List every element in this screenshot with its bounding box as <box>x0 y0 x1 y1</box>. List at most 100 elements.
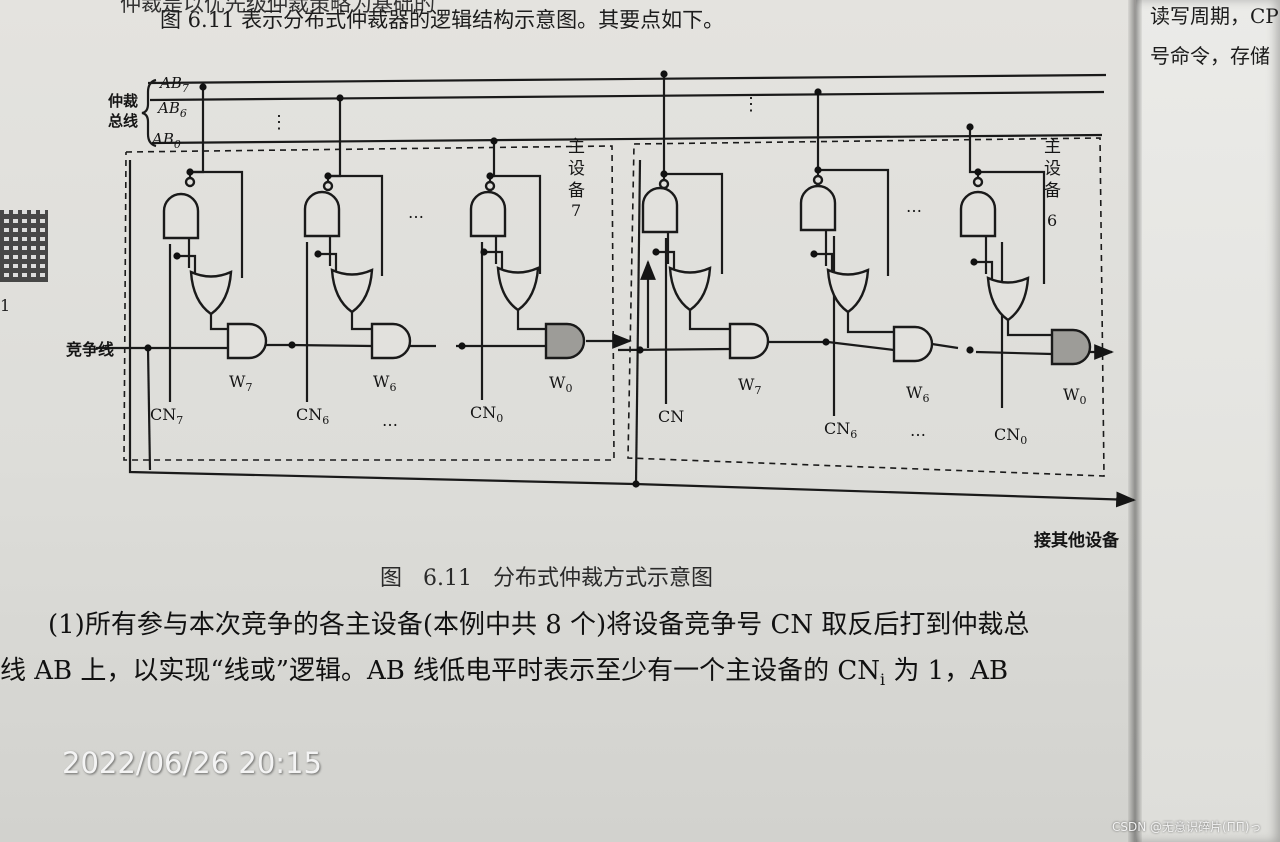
m6-c7-or-gate <box>668 266 712 312</box>
bus-group-label-1: 仲裁 <box>108 92 138 110</box>
m6-c6-output-and-gate <box>892 325 934 363</box>
m6-w6-label: W6 <box>906 383 929 405</box>
master-6-name-2: 设 <box>1044 159 1061 179</box>
m7-c7-or-gate <box>189 270 233 316</box>
m6-c6-or-input-dot <box>810 250 818 258</box>
qr-number: 1 <box>0 296 11 315</box>
m7-c7-or-input-dot <box>173 252 181 260</box>
m7-c6-or-gate <box>330 268 374 314</box>
m6-c7-or-input-dot <box>652 248 660 256</box>
contention-dot-5 <box>822 338 830 346</box>
master-6-name-3: 备 <box>1044 181 1061 201</box>
m7-c0-output-and-gate <box>544 322 586 360</box>
m6-cn0-label: CN0 <box>994 425 1027 447</box>
m7-ellipsis-top: … <box>408 203 424 222</box>
m7-c6-feedback-wire <box>328 174 384 276</box>
master-7-name-1: 主 <box>568 137 585 157</box>
contention-dot-3 <box>458 342 466 350</box>
m7-w7-label: W7 <box>229 372 252 394</box>
m6-c7-feedback-wire <box>664 172 724 274</box>
m7-c0-or-gate <box>496 266 540 312</box>
m7-w0-label: W0 <box>549 373 572 395</box>
other-devices-wire <box>633 482 1136 508</box>
figure-caption: 图 6.11 分布式仲裁方式示意图 <box>380 566 713 591</box>
bus-line-ab6 <box>149 90 1105 102</box>
m7-c0-and-gate <box>469 190 507 238</box>
m7-c0-or-input-dot <box>480 248 488 256</box>
other-devices-label: 接其他设备 <box>1034 530 1120 551</box>
m7-ellipsis-bottom: … <box>382 411 398 430</box>
m7-cn7-label: CN7 <box>150 405 183 427</box>
m7-c7-inverter-bubble <box>184 176 196 188</box>
right-page-line-2: 号命令，存储 <box>1150 44 1270 68</box>
m6-c7-bus-tap-dot <box>660 70 668 78</box>
contention-m6-seg-4 <box>975 350 1053 356</box>
m6-c6-or-to-and <box>846 312 894 334</box>
m6-c6-and-gate <box>799 184 837 232</box>
m6-c0-output-and-gate <box>1050 328 1092 366</box>
m6-c6-bus-tap-dot <box>814 88 822 96</box>
bus-ellipsis-left: ⋮ <box>270 112 288 133</box>
m7-c0-inverter-bubble <box>484 180 496 192</box>
m6-w0-label: W0 <box>1063 385 1086 407</box>
m7-c0-feedback-wire <box>490 174 542 274</box>
m6-c0-feedback-wire <box>978 170 1046 284</box>
m7-c7-output-and-gate <box>226 322 268 360</box>
csdn-watermark: CSDN @无意识碎片(ΠΠ)っ <box>1112 820 1262 834</box>
bus-line-ab7 <box>147 73 1107 85</box>
m7-c6-or-input-dot <box>314 250 322 258</box>
m7-c0-or-input <box>484 250 504 274</box>
m6-c6-feedback-dot <box>814 166 822 174</box>
bus-ellipsis-right: ⋮ <box>742 94 760 115</box>
m7-c6-bus-tap <box>326 98 342 182</box>
book-gutter <box>1128 0 1142 842</box>
m6-cn6-label: CN6 <box>824 419 857 441</box>
m6-c0-or-gate <box>986 276 1030 322</box>
m6-c0-inverter-bubble <box>972 176 984 188</box>
m6-c7-feedback-dot <box>660 170 668 178</box>
m7-c7-and-gate <box>162 192 200 240</box>
contention-dot-4 <box>636 346 644 354</box>
m7-c0-or-to-and <box>516 310 546 331</box>
m7-c6-or-to-and <box>350 312 372 331</box>
m6-c7-and-gate <box>641 186 679 234</box>
m6-c0-and-gate <box>959 190 997 238</box>
m7-c7-or-to-and <box>209 314 228 331</box>
paragraph-1: (1)所有参与本次竞争的各主设备(本例中共 8 个)将设备竞争号 CN 取反后打… <box>48 610 1030 640</box>
m6-c7-output-and-gate <box>728 322 770 360</box>
bus-label-ab6: AB6 <box>156 99 187 120</box>
paragraph-3-sub: i <box>880 670 886 689</box>
m6-c0-or-input <box>974 260 994 284</box>
photo-timestamp: 2022/06/26 20:15 <box>62 746 322 780</box>
master-7-box <box>123 145 615 461</box>
m6-c6-or-gate <box>826 268 870 314</box>
m7-c0-bus-tap-dot <box>490 137 498 145</box>
cut-off-text-line: 仲裁是以优先级仲裁策略为基础的 <box>120 0 435 16</box>
bus-group-label-2: 总线 <box>108 112 138 130</box>
bus-label-ab7: AB7 <box>158 74 189 95</box>
m7-c7-or-input <box>177 254 197 278</box>
bus-line-ab0 <box>151 133 1103 145</box>
m6-c7-or-to-and <box>688 310 730 331</box>
m7-c6-inverter-bubble <box>322 180 334 192</box>
m7-c6-output-and-gate <box>370 322 412 360</box>
contention-drop <box>146 347 152 471</box>
m7-c6-or-input <box>318 252 338 276</box>
m7-w6-label: W6 <box>373 372 396 394</box>
m6-c6-feedback-wire <box>818 168 890 276</box>
m6-c0-or-input-dot <box>970 258 978 266</box>
m7-c7-feedback-dot <box>186 168 194 176</box>
bus-label-ab0: AB0 <box>150 130 181 151</box>
m7-c6-feedback-dot <box>324 172 332 180</box>
m6-c7-inverter-bubble <box>658 178 670 190</box>
m7-cn0-label: CN0 <box>470 403 503 425</box>
m6-ellipsis-top: … <box>906 197 922 216</box>
master-7-name-4: 7 <box>571 201 581 220</box>
m6-cn-label: CN <box>658 407 684 426</box>
paragraph-3-tail: 为 1，AB <box>885 656 1009 686</box>
return-wire <box>128 160 635 486</box>
paragraph-3: i 为 1，AB <box>880 650 1008 689</box>
m6-c7-or-input <box>656 250 676 274</box>
qr-code <box>0 210 48 282</box>
